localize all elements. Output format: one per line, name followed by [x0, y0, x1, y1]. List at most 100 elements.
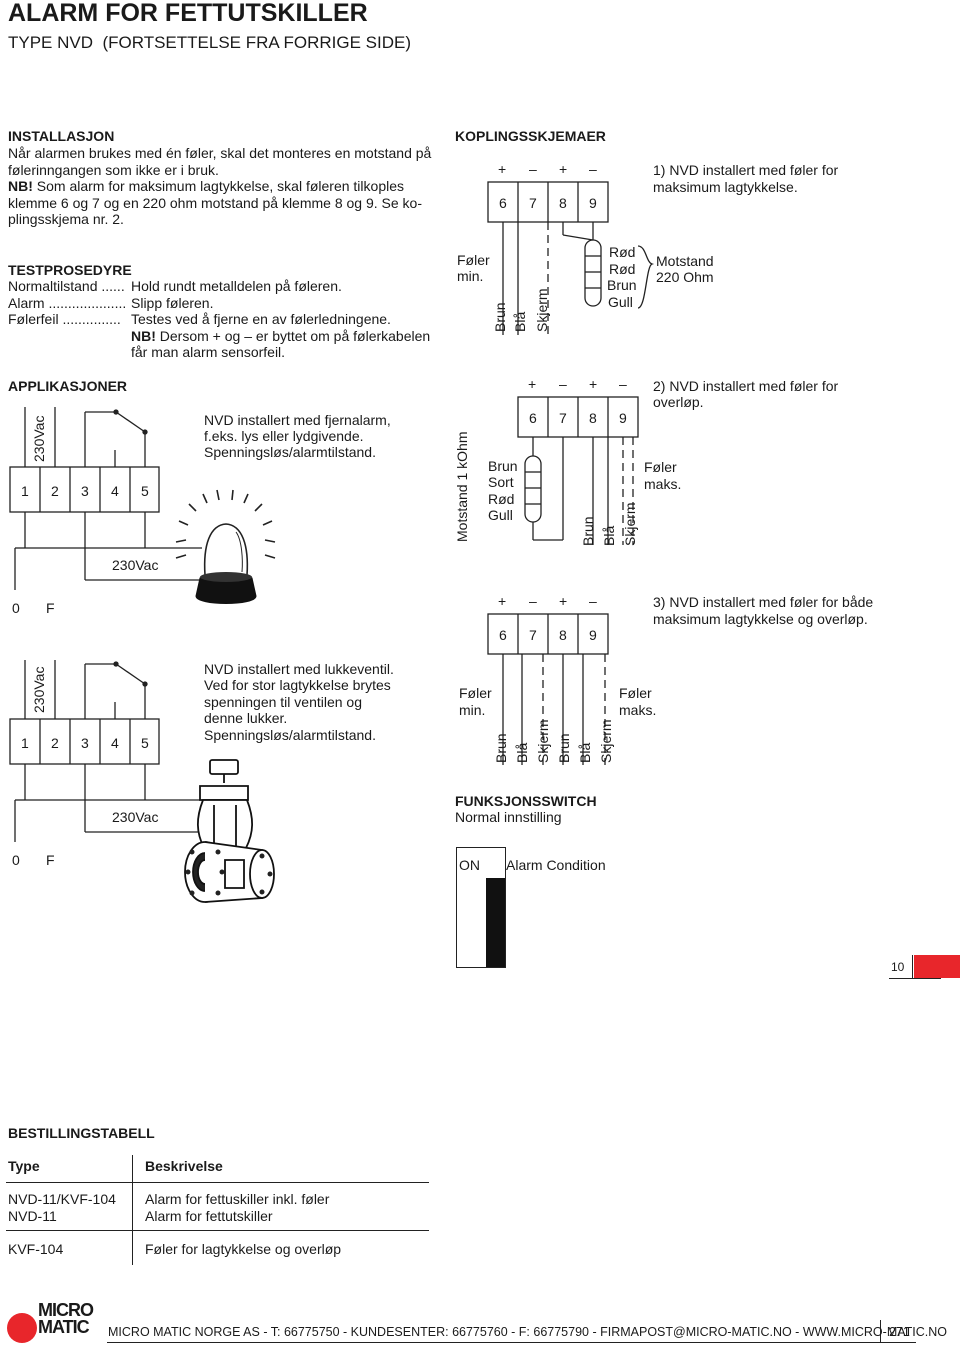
installasjon-line-4: klemme 6 og 7 og en 220 ohm motstand på … — [8, 195, 423, 211]
d1-polarity-3: + — [559, 161, 568, 177]
d1-sensor-1: Føler — [457, 252, 490, 268]
logo-text-matic: MATIC — [38, 1317, 90, 1337]
row2-desc: Føler for lagtykkelse og overløp — [145, 1241, 342, 1257]
app2-desc-4: denne lukker. — [204, 710, 288, 726]
d2-polarity-1: + — [528, 376, 537, 392]
d2-caption-1: 2) NVD installert med føler for — [653, 378, 839, 394]
funksjonsswitch-sub: Normal innstilling — [455, 809, 562, 825]
d2-caption-2: overløp. — [653, 394, 704, 410]
test-row-label-1: Normaltilstand ...... — [8, 278, 125, 294]
d3-terminal-9: 9 — [589, 627, 597, 643]
row1-type-1: NVD-11/KVF-104 — [8, 1191, 116, 1207]
d3-terminal-7: 7 — [529, 627, 537, 643]
d3-sensor-max-2: maks. — [619, 702, 657, 718]
d1-res-wire-1: Rød — [609, 244, 636, 260]
switch-on-label: ON — [459, 857, 480, 873]
app2-terminal-2: 2 — [51, 735, 59, 751]
table-rule-1 — [6, 1182, 429, 1183]
d3-sensor-min-2: min. — [459, 702, 486, 718]
applikasjoner-heading: APPLIKASJONER — [8, 378, 128, 394]
nb-label: NB! — [8, 178, 33, 194]
d1-terminal-8: 8 — [559, 195, 567, 211]
d2-polarity-3: + — [589, 376, 598, 392]
test-nb-label: NB! — [131, 328, 156, 344]
test-nb: NB! Dersom + og – er byttet om på følerk… — [131, 328, 430, 345]
installasjon-line-2: følerinngangen som ikke er i bruk. — [8, 162, 219, 178]
page-subtitle: TYPE NVD (FORTSETTELSE FRA FORRIGE SIDE) — [8, 33, 412, 52]
app1-terminal-4: 4 — [111, 483, 119, 499]
d2-sensor-2: maks. — [644, 476, 682, 492]
d2-terminal-8: 8 — [589, 410, 597, 426]
d2-res-wire-4: Gull — [488, 507, 513, 523]
installasjon-line-3: NB! Som alarm for maksimum lagtykkelse, … — [8, 178, 404, 195]
installasjon-heading: INSTALLASJON — [8, 128, 115, 144]
d2-polarity-2: – — [559, 376, 567, 392]
app2-terminal-3: 3 — [81, 735, 89, 751]
d3-sensor-min-1: Føler — [459, 685, 492, 701]
app2-desc-5: Spenningsløs/alarmtilstand. — [204, 727, 376, 743]
d1-res-wire-2: Rød — [609, 261, 636, 277]
koplingsskjemaer-heading: KOPLINGSSKJEMAER — [455, 128, 606, 144]
app2-zero: 0 — [12, 852, 20, 868]
page-tab-marker — [914, 955, 960, 978]
d2-polarity-4: – — [619, 376, 627, 392]
d1-polarity-4: – — [589, 161, 597, 177]
d2-terminal-9: 9 — [619, 410, 627, 426]
d2-terminal-6: 6 — [529, 410, 537, 426]
d1-polarity-1: + — [498, 161, 507, 177]
d1-polarity-2: – — [529, 161, 537, 177]
row1-desc-1: Alarm for fettuskiller inkl. føler — [145, 1191, 330, 1207]
bestilling-heading: BESTILLINGSTABELL — [8, 1125, 155, 1141]
dip-switch[interactable] — [456, 847, 506, 968]
footer-page-number: 271 — [889, 1325, 910, 1339]
test-row-text-3: Testes ved å fjerne en av følerledningen… — [131, 311, 391, 327]
page-tab-number: 10 — [891, 960, 905, 974]
row1-type-2: NVD-11 — [8, 1208, 57, 1224]
table-rule-2 — [6, 1230, 429, 1231]
d3-terminal-8: 8 — [559, 627, 567, 643]
app1-zero: 0 — [12, 600, 20, 616]
d3-caption-1: 3) NVD installert med føler for både — [653, 594, 874, 610]
col-type-header: Type — [8, 1158, 40, 1174]
row1-desc-2: Alarm for fettutskiller — [145, 1208, 273, 1224]
app1-terminal-1: 1 — [21, 483, 29, 499]
d2-sensor-1: Føler — [644, 459, 677, 475]
app1-terminal-2: 2 — [51, 483, 59, 499]
d1-resistor-2: 220 Ohm — [656, 269, 714, 285]
d1-terminal-7: 7 — [529, 195, 537, 211]
footer-divider — [880, 1320, 881, 1342]
test-nb-text: Dersom + og – er byttet om på følerkabel… — [155, 328, 431, 344]
app1-desc-3: Spenningsløs/alarmtilstand. — [204, 444, 376, 460]
app2-phase: F — [46, 852, 55, 868]
footer-contact: MICRO MATIC NORGE AS - T: 66775750 - KUN… — [108, 1325, 948, 1339]
app2-desc-1: NVD installert med lukkeventil. — [204, 661, 394, 677]
d2-res-wire-3: Rød — [488, 491, 515, 507]
page-title: ALARM FOR FETTUTSKILLER — [8, 0, 368, 27]
testprosedyre-heading: TESTPROSEDYRE — [8, 262, 132, 278]
d1-res-wire-3: Brun — [607, 277, 637, 293]
d3-polarity-2: – — [529, 593, 537, 609]
d1-terminal-9: 9 — [589, 195, 597, 211]
installasjon-line-3-text: Som alarm for maksimum lagtykkelse, skal… — [32, 178, 404, 194]
app2-terminal-1: 1 — [21, 735, 29, 751]
d1-sensor-2: min. — [457, 268, 484, 284]
app1-terminal-5: 5 — [141, 483, 149, 499]
app1-desc-1: NVD installert med fjernalarm, — [204, 412, 391, 428]
app1-phase: F — [46, 600, 55, 616]
logo-text-micro: MICRO — [38, 1300, 94, 1320]
dip-switch-knob[interactable] — [486, 878, 505, 967]
test-row-label-2: Alarm .................... — [8, 295, 127, 311]
app2-out-label: 230Vac — [112, 809, 159, 825]
app2-desc-3: spenningen til ventilen og — [204, 694, 363, 710]
app1-terminal-3: 3 — [81, 483, 89, 499]
row2-type: KVF-104 — [8, 1241, 64, 1257]
d1-terminal-6: 6 — [499, 195, 507, 211]
table-col-divider — [132, 1155, 133, 1265]
test-nb-text-2: får man alarm sensorfeil. — [131, 344, 286, 360]
